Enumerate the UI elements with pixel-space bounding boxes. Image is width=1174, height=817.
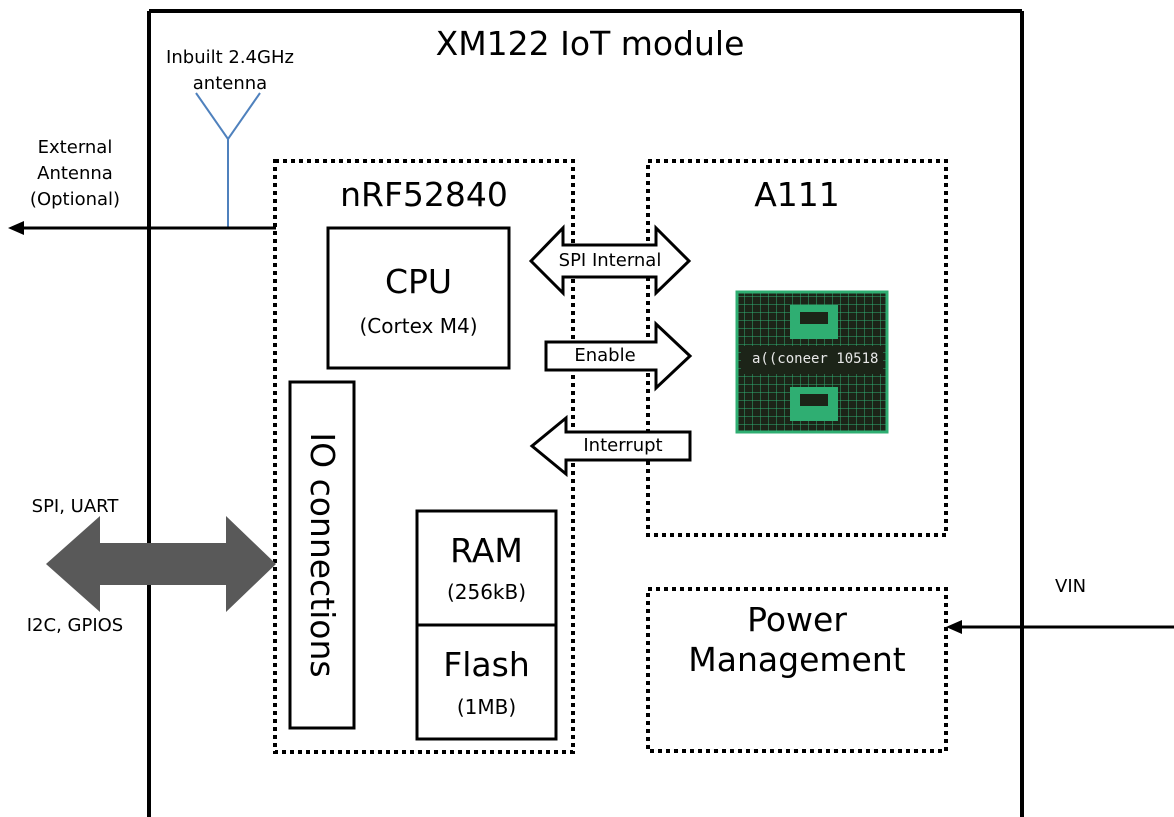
power-management-block (646, 587, 948, 753)
cpu-title: CPU (384, 262, 453, 301)
ram-block (415, 509, 558, 627)
vin-arrow (946, 620, 1174, 634)
flash-subtitle: (1MB) (456, 695, 517, 719)
power-management-label: Power Management (648, 600, 946, 680)
io-bus-arrow (46, 516, 276, 612)
module-title: XM122 IoT module (435, 24, 745, 63)
external-antenna-label: External Antenna (Optional) (20, 135, 130, 213)
io-connections-block (288, 380, 356, 730)
vin-label: VIN (1055, 576, 1087, 597)
cpu-block (326, 226, 511, 370)
interface-bottom-label: I2C, GPIOS (26, 615, 124, 636)
flash-block (415, 623, 558, 741)
spi-internal-label: SPI Internal (558, 250, 662, 271)
flash-title: Flash (443, 645, 530, 684)
inbuilt-antenna-line2: antenna (192, 73, 268, 94)
interface-top-label: SPI, UART (31, 496, 119, 517)
nrf52840-title: nRF52840 (340, 175, 508, 214)
a111-chip-image (735, 290, 889, 434)
interrupt-arrow (529, 414, 692, 478)
a111-title: A111 (754, 175, 840, 214)
interrupt-label: Interrupt (583, 435, 663, 456)
module-frame (147, 9, 1024, 817)
antenna-icon (195, 92, 261, 228)
power-line2: Management (688, 640, 906, 679)
inbuilt-antenna-label: Inbuilt 2.4GHz antenna (130, 45, 330, 97)
enable-label: Enable (574, 345, 636, 366)
external-antenna-line1: External (37, 137, 113, 158)
ram-title: RAM (450, 531, 523, 570)
external-antenna-arrow (8, 221, 276, 235)
inbuilt-antenna-line1: Inbuilt 2.4GHz (166, 47, 294, 68)
ram-subtitle: (256kB) (446, 580, 527, 604)
power-line1: Power (747, 600, 847, 639)
enable-arrow (544, 320, 693, 392)
spi-internal-arrow (528, 224, 692, 297)
external-antenna-line3: (Optional) (29, 189, 121, 210)
external-antenna-line2: Antenna (37, 163, 113, 184)
cpu-subtitle: (Cortex M4) (359, 314, 478, 338)
a111-chip-marking: a((coneer 10518 (752, 351, 879, 367)
io-connections-label: IO connections (303, 432, 342, 678)
